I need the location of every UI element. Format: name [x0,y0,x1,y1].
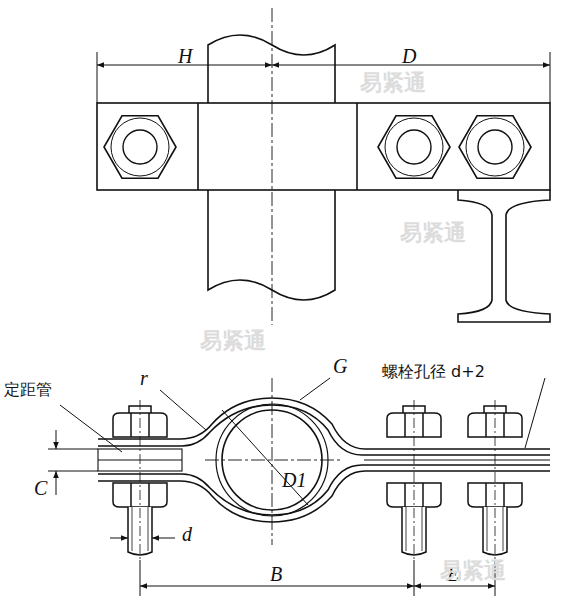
nut-chamfer [385,118,443,176]
upper-band-inner [98,405,550,455]
dimension-label: D [402,46,416,66]
dimension-label: G [333,356,347,376]
i-beam [458,190,550,322]
bolt-assembly [387,400,441,560]
bolt-end [123,130,157,164]
bolt-assembly [468,400,522,560]
dimension-label: d [182,524,192,544]
hex-nut [378,116,450,178]
bolt-end [478,130,512,164]
note-label: 定距管 [4,382,52,398]
hex-nut [104,116,176,178]
nut-chamfer [111,118,169,176]
dimension-label: C [34,478,47,498]
dimension-label: r [140,368,148,388]
note-label: 螺栓孔径 d+2 [382,364,485,380]
watermark: 易紧通 [400,222,466,244]
pipe-bottom [208,190,335,300]
dimension-label: H [178,46,192,66]
upper-band [98,398,550,449]
dimension-label: B [270,564,282,584]
lower-band-inner [98,465,550,515]
lower-band [98,471,550,522]
hex-nut [459,116,531,178]
watermark: 易紧通 [200,330,266,352]
clamp-strip [97,103,550,190]
dimension-label: D1 [282,470,306,490]
nut-chamfer [466,118,524,176]
pipe-top [208,35,335,103]
watermark: 易紧通 [360,72,426,94]
bolt-end [397,130,431,164]
bolt-assembly [113,400,167,560]
watermark: 易紧通 [440,560,506,582]
